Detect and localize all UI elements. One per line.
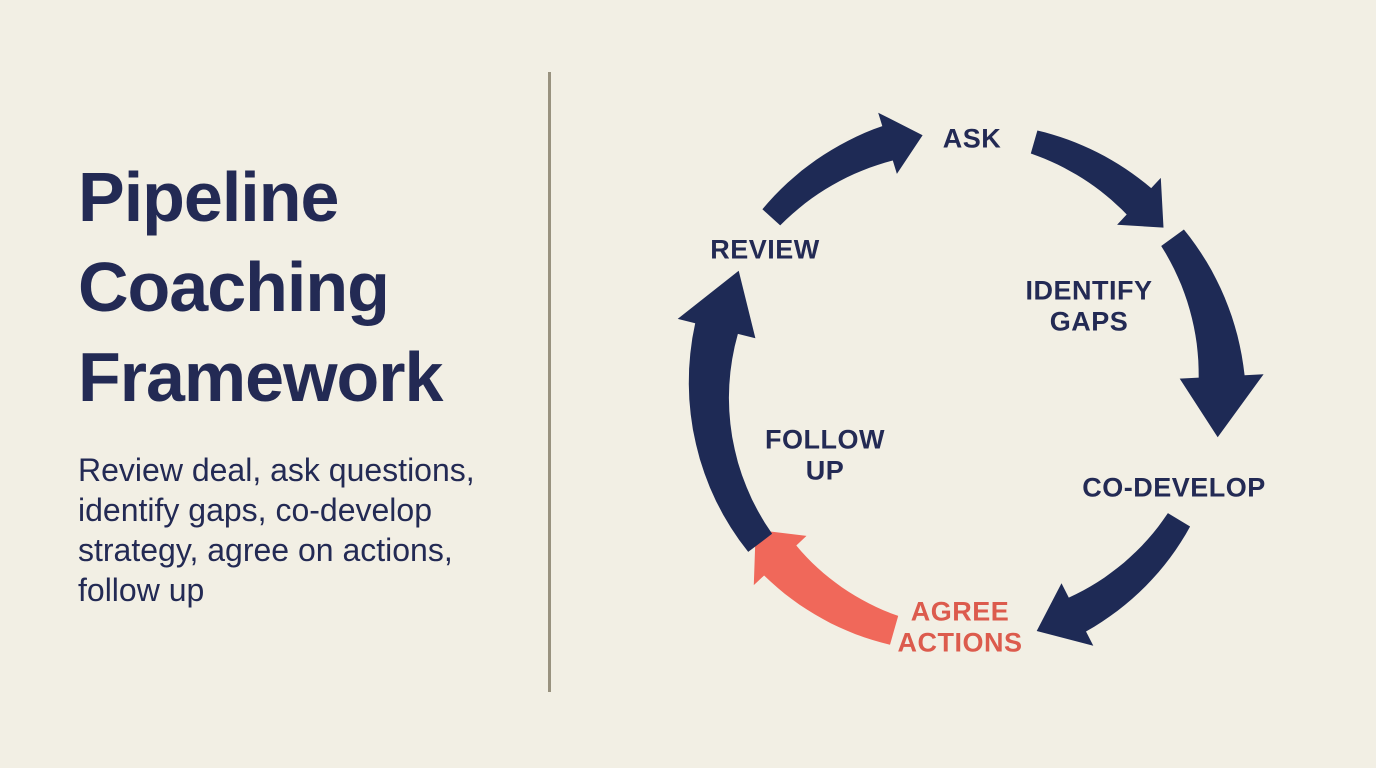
step-label-review: REVIEW xyxy=(710,234,820,265)
vertical-divider xyxy=(548,72,551,692)
arrow-co-develop-to-agree-actions-icon xyxy=(1036,513,1191,646)
step-label-co-develop: CO-DEVELOP xyxy=(1082,472,1266,503)
step-label-ask: ASK xyxy=(942,123,1002,154)
arrow-identify-gaps-to-co-develop-icon xyxy=(1161,229,1264,438)
step-label-follow-up: FOLLOW UP xyxy=(765,424,885,486)
arrow-review-to-ask-icon xyxy=(762,112,923,226)
arrow-ask-to-identify-gaps-icon xyxy=(1030,130,1164,228)
step-label-agree-actions: AGREE ACTIONS xyxy=(897,596,1023,658)
page-subtitle: Review deal, ask questions, identify gap… xyxy=(78,452,475,608)
step-label-identify-gaps: IDENTIFY GAPS xyxy=(1025,275,1153,337)
arrow-agree-actions-to-follow-up-icon xyxy=(753,529,899,645)
page-title: Pipeline Coaching Framework xyxy=(78,158,443,416)
arrow-follow-up-to-review-icon xyxy=(677,270,773,552)
